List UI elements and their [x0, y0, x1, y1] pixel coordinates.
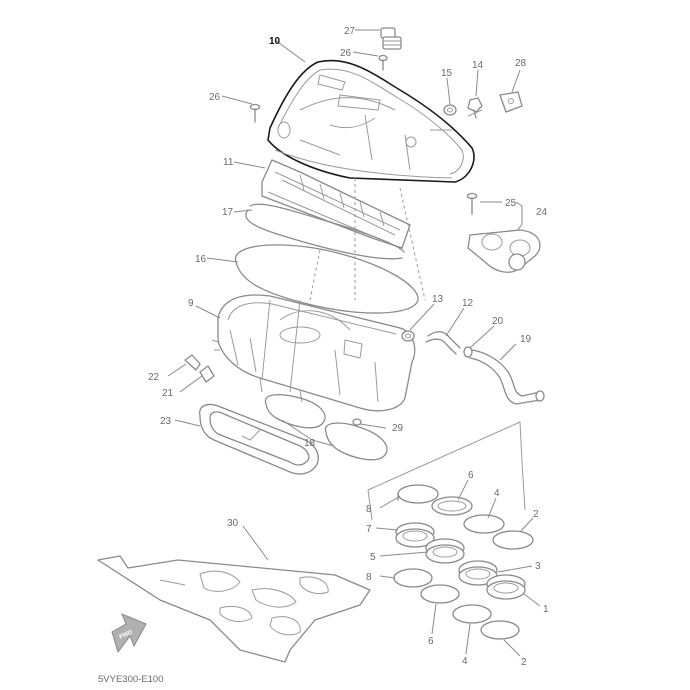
part-2-clamp-upper[interactable]: [492, 530, 534, 550]
part-23-seal-frame[interactable]: [199, 403, 319, 475]
callout-1: 1: [543, 604, 549, 615]
part-7-joint[interactable]: [395, 522, 435, 548]
leader-lines: [167, 29, 541, 657]
part-10-air-filter-cover[interactable]: [267, 59, 475, 183]
part-3-joint[interactable]: [458, 560, 498, 586]
callout-27: 27: [344, 26, 356, 37]
part-12-hose[interactable]: [425, 331, 461, 355]
callout-8-lower: 8: [366, 572, 372, 583]
callout-6-upper: 6: [468, 470, 474, 481]
part-26-screw-left[interactable]: [249, 103, 261, 123]
part-25-screw[interactable]: [466, 192, 478, 215]
part-26-screw-upper[interactable]: [378, 54, 388, 71]
callout-22: 22: [148, 372, 160, 383]
callout-29: 29: [392, 423, 404, 434]
part-4-clamp-upper[interactable]: [463, 514, 505, 534]
callout-2-lower: 2: [521, 657, 527, 668]
callout-18: 18: [304, 438, 316, 449]
part-17-seal[interactable]: [245, 203, 405, 260]
callout-25: 25: [505, 198, 517, 209]
callout-17: 17: [222, 207, 234, 218]
assembly-lines: [241, 109, 483, 441]
part-18-seal-upper[interactable]: [264, 393, 326, 429]
assembly-outline: [367, 421, 526, 521]
fwd-label: FWD: [119, 629, 135, 640]
callouts: 10 27 26 26 15 14 28 11 17 16 9 13 12 20…: [148, 26, 549, 668]
callout-5: 5: [370, 552, 376, 563]
callout-9: 9: [188, 298, 194, 309]
part-6-funnel-upper[interactable]: [431, 496, 473, 516]
part-5-joint[interactable]: [425, 538, 465, 564]
part-16-gasket[interactable]: [234, 244, 419, 314]
callout-21: 21: [162, 388, 174, 399]
callout-4-lower: 4: [462, 656, 468, 667]
callout-10: 10: [269, 36, 281, 47]
callout-11: 11: [223, 157, 234, 168]
callout-13: 13: [432, 294, 444, 305]
part-6-clamp-lower[interactable]: [420, 584, 460, 604]
part-30-protector-sheet[interactable]: [97, 555, 371, 663]
fwd-arrow-icon: FWD: [111, 613, 147, 654]
part-28-bracket[interactable]: [499, 91, 523, 113]
callout-24: 24: [536, 207, 548, 218]
part-2-clamp-lower[interactable]: [480, 620, 520, 640]
callout-23: 23: [160, 416, 172, 427]
callout-30: 30: [227, 518, 239, 529]
callout-6-lower: 6: [428, 636, 434, 647]
part-24-throttle-joint[interactable]: [467, 229, 541, 273]
callout-16: 16: [195, 254, 207, 265]
callout-15: 15: [441, 68, 453, 79]
callout-8-upper: 8: [366, 504, 372, 515]
callout-26-upper: 26: [340, 48, 352, 59]
diagram-code: 5VYE300-E100: [98, 674, 164, 685]
part-4-clamp-lower[interactable]: [452, 604, 492, 624]
part-11-air-filter-element[interactable]: [261, 159, 411, 249]
callout-28: 28: [515, 58, 527, 69]
part-27-cap[interactable]: [380, 27, 402, 50]
part-29-screw[interactable]: [352, 418, 362, 426]
part-21-clamp[interactable]: [199, 365, 215, 383]
part-8-clamp-upper[interactable]: [397, 484, 439, 504]
callout-12: 12: [462, 298, 474, 309]
callout-3: 3: [535, 561, 541, 572]
part-22-bracket[interactable]: [184, 354, 201, 371]
callout-2-upper: 2: [533, 509, 539, 520]
callout-14: 14: [472, 60, 484, 71]
part-1-joint[interactable]: [486, 574, 526, 600]
callout-4-upper: 4: [494, 488, 500, 499]
part-14-joint[interactable]: [467, 97, 483, 119]
part-18-seal-lower[interactable]: [324, 422, 388, 461]
callout-19: 19: [520, 334, 532, 345]
part-13-grommet[interactable]: [401, 330, 415, 342]
callout-20: 20: [492, 316, 504, 327]
callout-26-left: 26: [209, 92, 221, 103]
part-20-clip[interactable]: [463, 346, 473, 358]
part-19-hose[interactable]: [469, 349, 545, 405]
part-15-grommet[interactable]: [443, 104, 457, 116]
part-8-clamp-lower[interactable]: [393, 568, 433, 588]
callout-7: 7: [366, 524, 372, 535]
